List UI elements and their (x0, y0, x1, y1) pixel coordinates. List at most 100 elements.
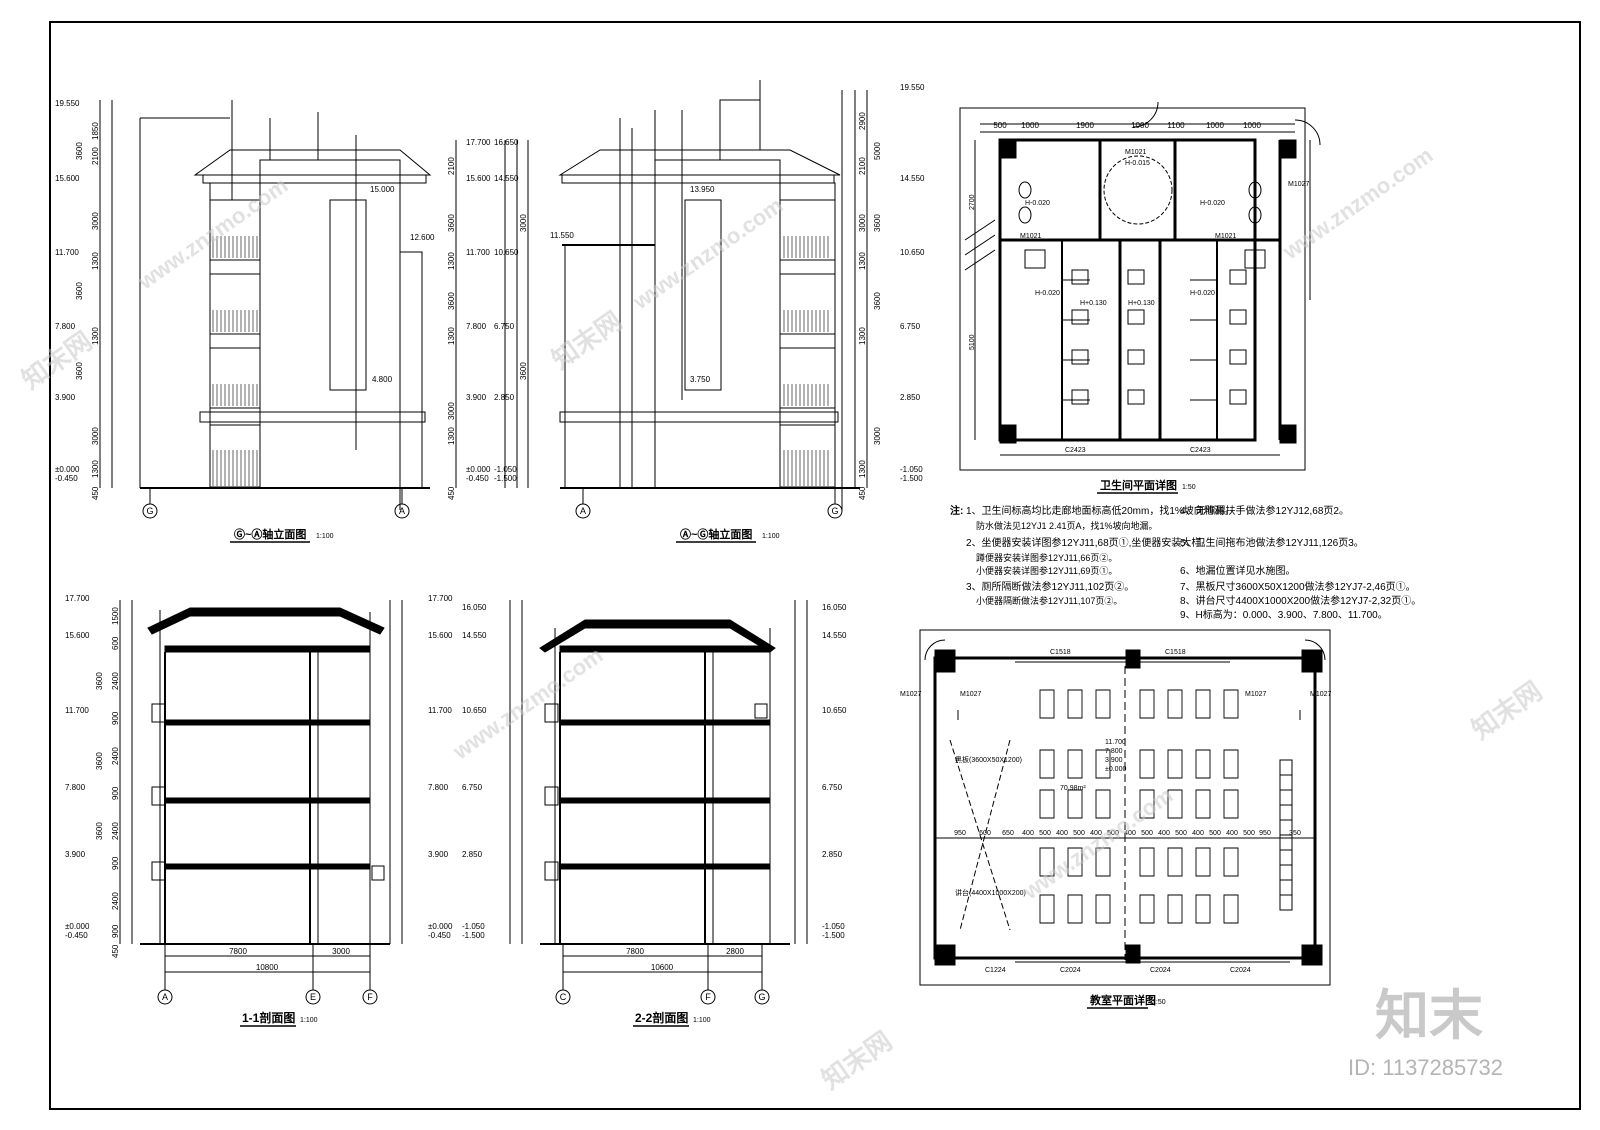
mark: 14.550 (900, 174, 925, 183)
notes: 注: 1、卫生间标高均比走廊地面标高低20mm，找1%坡向地漏。 防水做法见12… (950, 504, 1421, 621)
elev-ga-left-marks: 19.550 15.600 11.700 7.800 3.900 ±0.000 … (55, 99, 80, 483)
dim: 1100 (1167, 121, 1185, 130)
dim: 3600 (95, 672, 104, 690)
note-label: 讲台(4400X1000X200) (955, 888, 1026, 897)
note-line: 7、黑板尺寸3600X50X1200做法参12YJ7-2,46页①。 (1180, 580, 1416, 593)
elev-ga-title-block: Ⓖ~Ⓐ轴立面图 1:100 (230, 527, 334, 543)
image-id: ID: 1137285732 (1348, 1055, 1503, 1080)
mark: 17.700 (65, 594, 90, 603)
toilet-plan (959, 101, 1321, 471)
level-mark: H-0.020 (1200, 200, 1225, 207)
dim: 1300 (91, 252, 100, 270)
drawing-scale: 1:100 (693, 1017, 711, 1024)
window-label: C2024 (1060, 967, 1081, 974)
dim: 3600 (519, 362, 528, 380)
classroom-desks (1039, 689, 1239, 924)
dim: 500 (1243, 830, 1255, 837)
mark: 14.550 (822, 631, 847, 640)
dim: 500 (993, 121, 1007, 130)
mark: -1.500 (462, 931, 485, 940)
elev-ag-dims: 2900 5000 2100 3600 3000 1300 3600 1300 … (858, 112, 882, 500)
toilet-title-block: 卫生间平面详图 1:50 (1097, 478, 1196, 494)
level-mark: H-0.020 (1190, 290, 1215, 297)
note-line: 9、H标高为：0.000、3.900、7.800、11.700。 (1180, 608, 1388, 621)
dim: 450 (91, 486, 100, 500)
drawing-scale: 1:50 (1182, 484, 1196, 491)
notes-prefix: 注: (950, 504, 963, 517)
dim: 7800 (626, 947, 644, 956)
window-label: C2024 (1150, 967, 1171, 974)
mark: 6.750 (822, 783, 843, 792)
drawing-scale: 1:100 (316, 533, 334, 540)
toilet-labels: M1021 M1021 M1021 M1027 H-0.020 H-0.015 … (969, 149, 1310, 454)
dim: 3600 (75, 142, 84, 160)
dim: 3600 (75, 362, 84, 380)
window-label: C2423 (1065, 447, 1086, 454)
note-label: 黑板(3600X50X1200) (955, 755, 1022, 764)
dim: 600 (111, 636, 120, 650)
mark: 3.900 (428, 850, 449, 859)
note-line: 蹲便器安装详图参12YJ11,66页②。 (976, 552, 1117, 563)
note-line: 小便器安装详图参12YJ11,69页①。 (976, 565, 1117, 576)
mark: 17.700 (428, 594, 453, 603)
mark: 19.550 (900, 83, 925, 92)
section-1-1-left-marks: 17.700 15.600 11.700 7.800 3.900 ±0.000 … (65, 594, 90, 940)
mark: 16.050 (462, 603, 487, 612)
dim: 400 (1124, 830, 1136, 837)
elevation-g-a (99, 100, 529, 519)
logo-text: 知末 (1375, 986, 1483, 1046)
dim: 1000 (1206, 121, 1224, 130)
note-line: 4、无障碍扶手做法参12YJ12,68页2。 (1180, 504, 1349, 517)
sheet-frame (49, 21, 1581, 1110)
mark: 16.650 (494, 138, 519, 147)
window-label: C1518 (1050, 649, 1071, 656)
mark: -1.500 (822, 931, 845, 940)
dim: 2100 (91, 147, 100, 165)
level-mark: 7.800 (1105, 748, 1123, 755)
dim: 3600 (75, 282, 84, 300)
dim: 3600 (873, 214, 882, 232)
section-2-2-title-block: 2-2剖面图 1:100 (633, 1010, 711, 1027)
mark: 14.550 (494, 174, 519, 183)
note-line: 防水做法见12YJ1 2.41页A，找1%坡向地漏。 (976, 520, 1158, 531)
mark: ±0.000 (65, 922, 90, 931)
dim: 2400 (111, 892, 120, 910)
mark: 19.550 (55, 99, 80, 108)
dim: 500 (1039, 830, 1051, 837)
dim: 3000 (447, 402, 456, 420)
dim: 1300 (858, 460, 867, 478)
mark: 7.800 (55, 322, 76, 331)
mark: -0.450 (466, 474, 489, 483)
dim: 1000 (1021, 121, 1039, 130)
dim: 3000 (519, 214, 528, 232)
dim: 5100 (969, 334, 976, 350)
dim: 1300 (447, 427, 456, 445)
mark: -1.500 (900, 474, 923, 483)
mark: ±0.000 (466, 465, 491, 474)
mark: 6.750 (900, 322, 921, 331)
axis-label: A (399, 506, 405, 516)
elev-ga-left-dims: 1850 2100 3600 3000 1300 3600 1300 3600 … (75, 122, 100, 500)
dim: 3600 (447, 214, 456, 232)
dim: 7800 (229, 947, 247, 956)
dim: 1500 (111, 607, 120, 625)
dim: 1900 (1076, 121, 1094, 130)
axis-label: G (146, 506, 153, 516)
mark: 15.600 (65, 631, 90, 640)
mark: 10.650 (822, 706, 847, 715)
dim: 1000 (1243, 121, 1261, 130)
dim: 450 (447, 486, 456, 500)
dim: 2900 (858, 112, 867, 130)
mark: -1.050 (822, 922, 845, 931)
mark: 7.800 (466, 322, 487, 331)
axis-label: G (758, 992, 765, 1002)
dim: 3600 (95, 752, 104, 770)
note-line: 3、厕所隔断做法参12YJ11,102页②。 (966, 580, 1134, 593)
window-label: C1518 (1165, 649, 1186, 656)
dim: 900 (111, 856, 120, 870)
dim: 2800 (726, 947, 744, 956)
axis-label: C (560, 992, 567, 1002)
dim: 500 (1175, 830, 1187, 837)
door-label: M1027 (1288, 181, 1310, 188)
